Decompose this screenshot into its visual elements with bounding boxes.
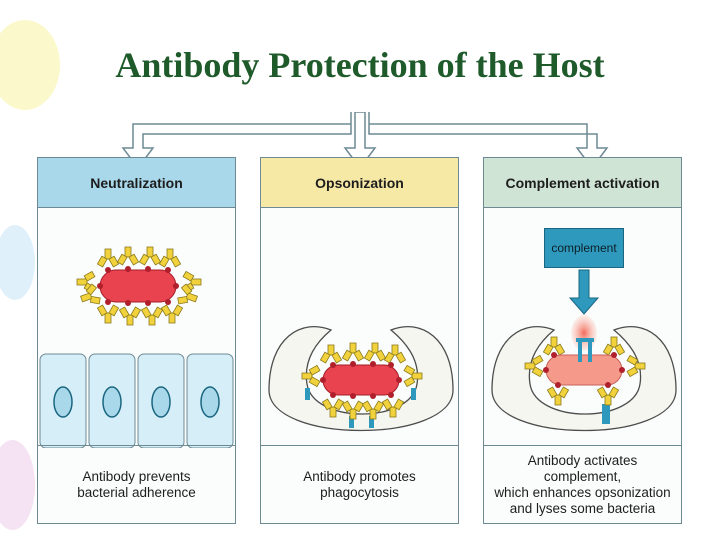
- panel-complement-activation: Complement activation complement: [483, 157, 682, 524]
- complement-illustration: [491, 269, 677, 432]
- complement-box: complement: [544, 228, 624, 268]
- balloon-decoration-blue: [0, 225, 35, 300]
- caption-text: Antibody prevents bacterial adherence: [77, 468, 196, 500]
- page-title: Antibody Protection of the Host: [115, 45, 605, 85]
- fc-receptors: [305, 388, 416, 428]
- caption-text: Antibody promotes phagocytosis: [303, 468, 416, 500]
- panel-title: Opsonization: [315, 174, 404, 191]
- panel-header-neutralization: Neutralization: [38, 158, 235, 208]
- panel-caption-opsonization: Antibody promotes phagocytosis: [261, 445, 458, 523]
- panel-opsonization: Opsonization: [260, 157, 459, 524]
- panel-title: Complement activation: [505, 174, 660, 191]
- opsonization-illustration: [268, 326, 454, 432]
- bacterium: [76, 246, 202, 326]
- epithelial-cells: [39, 353, 234, 448]
- balloon-decoration-yellow: [0, 20, 60, 110]
- panel-header-complement: Complement activation: [484, 158, 681, 208]
- caption-text: Antibody activates complement, which enh…: [494, 452, 671, 516]
- antibody-diagram: Neutralization: [37, 112, 683, 528]
- lysis-burst: [571, 315, 597, 351]
- bacterium: [524, 336, 646, 406]
- panel-caption-neutralization: Antibody prevents bacterial adherence: [38, 445, 235, 523]
- neutralization-illustration: [39, 246, 234, 448]
- bacterium: [301, 342, 423, 420]
- phagocyte-cell: [491, 326, 677, 432]
- panel-title: Neutralization: [90, 174, 183, 191]
- receptor: [602, 404, 610, 424]
- complement-arrow: [568, 269, 600, 315]
- panel-header-opsonization: Opsonization: [261, 158, 458, 208]
- complement-label: complement: [551, 241, 617, 255]
- panel-caption-complement: Antibody activates complement, which enh…: [484, 445, 681, 523]
- balloon-decoration-pink: [0, 440, 35, 530]
- panel-neutralization: Neutralization: [37, 157, 236, 524]
- complement-pore: [576, 338, 594, 362]
